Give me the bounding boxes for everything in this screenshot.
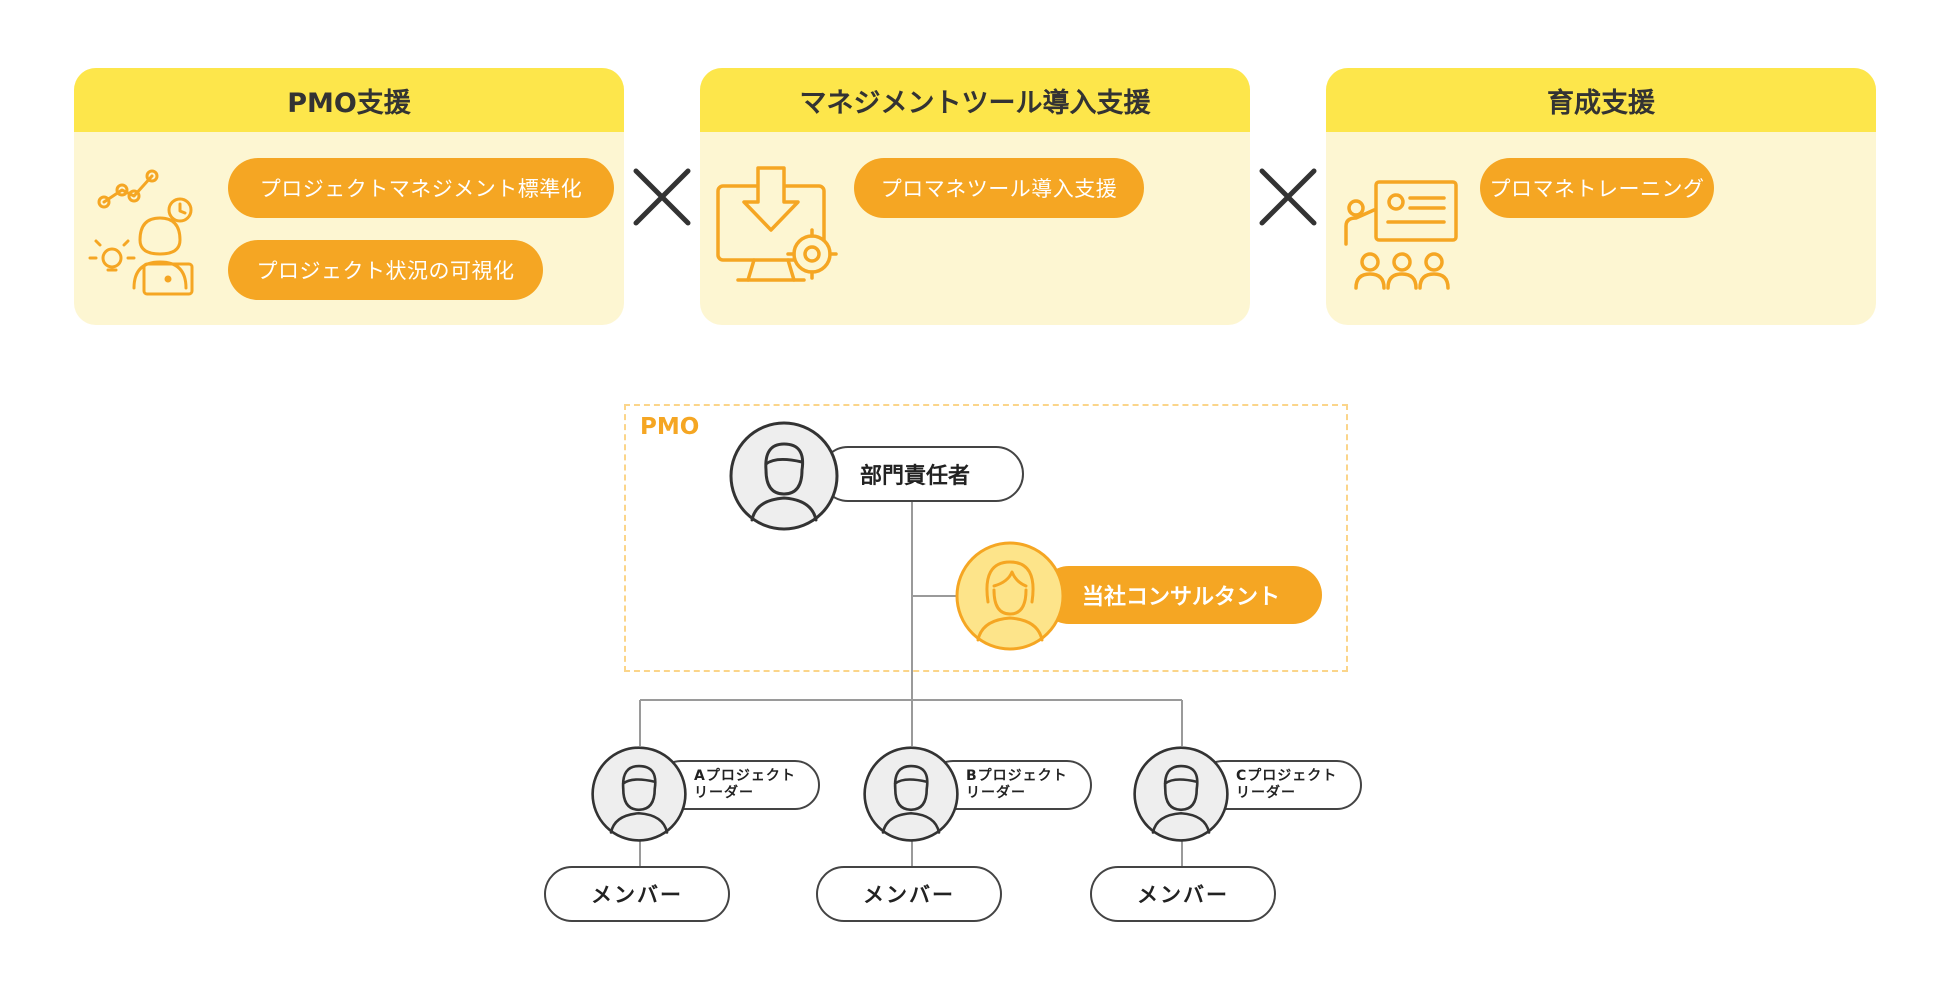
leader-b-line2: リーダー (966, 785, 1026, 801)
card-title: PMO支援 (74, 68, 624, 132)
person-male-icon (1133, 746, 1229, 842)
card-title: マネジメントツール導入支援 (700, 68, 1250, 132)
card-title: 育成支援 (1326, 68, 1876, 132)
leader-a-line2: リーダー (694, 785, 754, 801)
leader-c-line2: リーダー (1236, 785, 1296, 801)
leader-a-line1: Aプロジェクト (694, 768, 796, 784)
member-c: メンバー (1090, 866, 1276, 922)
card-pmo-support: PMO支援 プロジェクトマネジメント標準化 プロジェクト状況の可視化 (74, 68, 624, 325)
training-presentation-icon (1344, 180, 1458, 290)
leader-c-line1: Cプロジェクト (1236, 768, 1338, 784)
project-management-person-icon (88, 169, 194, 296)
times-icon (1259, 168, 1317, 226)
leader-b-line1: Bプロジェクト (966, 768, 1068, 784)
pill-tool-introduction: プロマネツール導入支援 (854, 158, 1144, 218)
department-head-text: 部門責任者 (860, 464, 971, 489)
times-icon (633, 168, 691, 226)
person-male-icon (863, 746, 959, 842)
pmo-label: PMO (640, 414, 700, 440)
person-male-icon (591, 746, 687, 842)
monitor-download-gear-icon (716, 166, 838, 282)
pill-standardization: プロジェクトマネジメント標準化 (228, 158, 614, 218)
person-male-icon (729, 421, 839, 531)
pill-pm-training: プロマネトレーニング (1480, 158, 1714, 218)
member-b: メンバー (816, 866, 1002, 922)
member-a: メンバー (544, 866, 730, 922)
person-female-icon (955, 541, 1065, 651)
card-training-support: 育成支援 プロマネトレーニング (1326, 68, 1876, 325)
pmo-group-frame (624, 404, 1348, 672)
department-head-label: 部門責任者 (820, 446, 1024, 502)
consultant-label: 当社コンサルタント (1040, 566, 1322, 624)
consultant-text: 当社コンサルタント (1082, 585, 1281, 610)
card-tool-support: マネジメントツール導入支援 プロマネツール導入支援 (700, 68, 1250, 325)
pill-visualization: プロジェクト状況の可視化 (228, 240, 543, 300)
